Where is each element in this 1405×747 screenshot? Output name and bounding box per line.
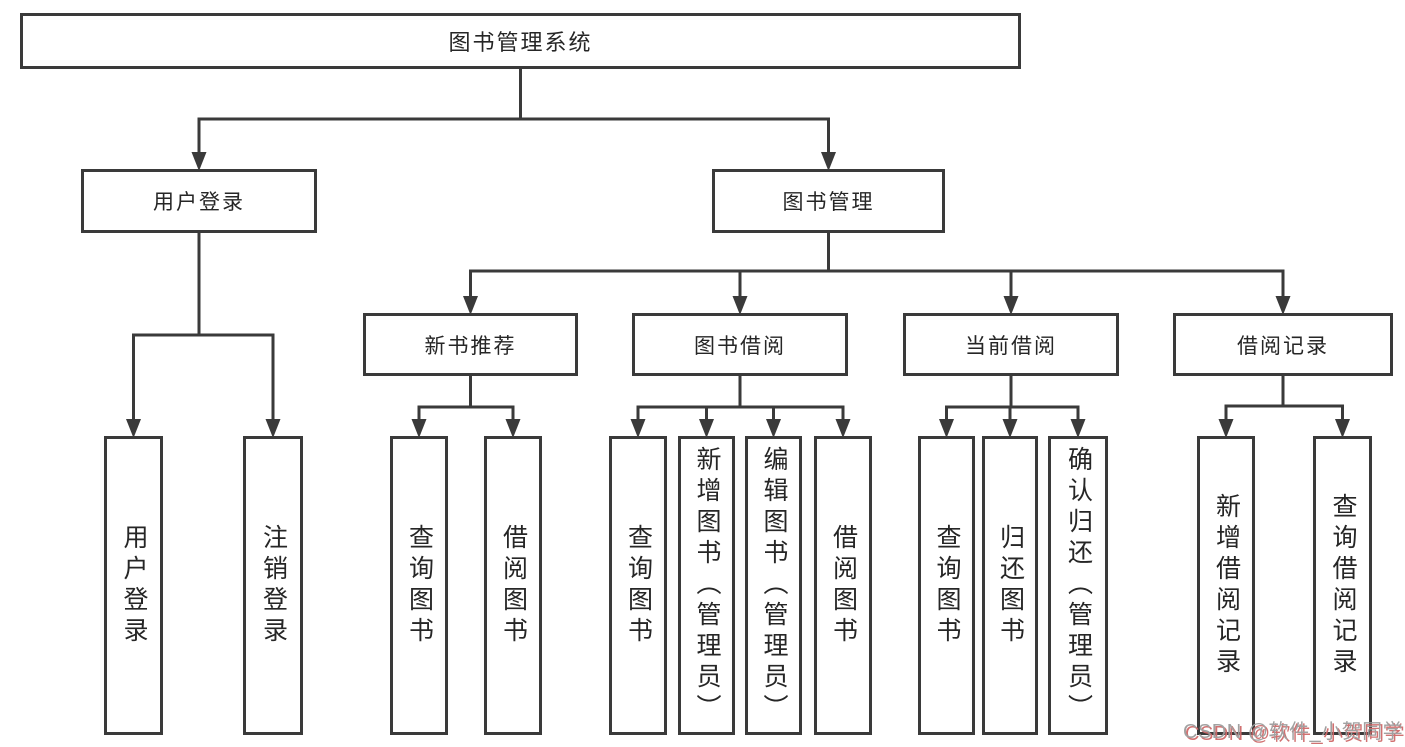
arrowhead-user-login	[191, 152, 207, 171]
csdn-watermark: CSDN @软件_小贺同学	[1183, 721, 1404, 743]
connector-current-borrowing	[939, 374, 1086, 438]
arrowhead-query-books-recommend	[411, 419, 427, 438]
node-label-query-borrow-record: 查询借阅记录	[1329, 492, 1357, 679]
arrowhead-book-management	[821, 152, 836, 171]
node-label-borrow-books-recommend: 借阅图书	[499, 523, 528, 648]
node-label-book-borrowing: 图书借阅	[694, 334, 786, 358]
arrowhead-confirm-return-admin	[1070, 419, 1086, 438]
node-new-book-recommend: 新书推荐	[363, 313, 578, 376]
node-label-current-borrowing: 当前借阅	[965, 334, 1057, 358]
connector-new-book-recommend	[411, 374, 521, 438]
node-label-user-login: 用户登录	[153, 191, 245, 214]
connector-book-borrowing	[630, 374, 851, 438]
node-query-books-borrow: 查询图书	[609, 436, 667, 735]
connector-user-login	[126, 231, 281, 438]
node-label-borrowing-records: 借阅记录	[1237, 334, 1329, 358]
connector-path-user-login	[132, 231, 275, 422]
node-current-borrowing: 当前借阅	[903, 313, 1119, 376]
node-edit-books-admin: 编辑图书（管理员）	[745, 436, 802, 735]
connector-path-system-root	[197, 67, 830, 155]
arrowhead-edit-books-admin	[766, 419, 781, 438]
node-add-books-admin: 新增图书（管理员）	[678, 436, 735, 735]
node-user-login-leaf: 用户登录	[104, 436, 163, 735]
arrowhead-borrow-books-recommend	[505, 419, 521, 438]
node-label-book-management: 图书管理	[782, 191, 875, 214]
arrowhead-query-books-borrow	[630, 419, 646, 438]
node-borrowing-records: 借阅记录	[1173, 313, 1393, 376]
node-query-books-recommend: 查询图书	[390, 436, 448, 735]
arrowhead-borrow-books-leaf	[835, 419, 851, 438]
node-query-borrow-record: 查询借阅记录	[1313, 436, 1372, 735]
node-label-confirm-return-admin: 确认归还（管理员）	[1064, 446, 1093, 725]
connector-borrowing-records	[1218, 374, 1350, 438]
node-label-query-books-borrow: 查询图书	[624, 523, 653, 648]
node-system-root: 图书管理系统	[20, 13, 1021, 69]
connector-path-book-management	[469, 231, 1285, 299]
node-label-return-books: 归还图书	[996, 523, 1025, 648]
connector-path-book-borrowing	[636, 374, 845, 422]
node-label-new-book-recommend: 新书推荐	[424, 334, 517, 358]
arrowhead-current-borrowing	[1003, 296, 1019, 315]
connector-book-management	[463, 231, 1291, 315]
node-borrow-books-recommend: 借阅图书	[484, 436, 542, 735]
node-book-borrowing: 图书借阅	[632, 313, 848, 376]
node-label-edit-books-admin: 编辑图书（管理员）	[760, 446, 788, 725]
arrowhead-query-borrow-record	[1335, 419, 1350, 438]
node-return-books: 归还图书	[982, 436, 1038, 735]
connector-path-current-borrowing	[945, 374, 1080, 422]
arrowhead-new-book-recommend	[463, 296, 478, 315]
node-add-borrow-record: 新增借阅记录	[1197, 436, 1255, 735]
node-query-books-current: 查询图书	[918, 436, 975, 735]
arrowhead-book-borrowing	[732, 296, 748, 315]
node-label-user-login-leaf: 用户登录	[120, 523, 148, 648]
arrowhead-add-books-admin	[699, 419, 714, 438]
node-logout-leaf: 注销登录	[243, 436, 303, 735]
node-label-system-root: 图书管理系统	[448, 30, 593, 55]
arrowhead-add-borrow-record	[1218, 419, 1234, 438]
connector-path-borrowing-records	[1224, 374, 1344, 422]
arrowhead-logout-leaf	[265, 419, 281, 438]
node-book-management: 图书管理	[712, 169, 945, 233]
connector-system-root	[191, 67, 836, 171]
node-confirm-return-admin: 确认归还（管理员）	[1048, 436, 1108, 735]
arrowhead-return-books	[1002, 419, 1018, 438]
arrowhead-user-login-leaf	[126, 419, 141, 438]
arrowhead-borrowing-records	[1275, 296, 1291, 315]
node-label-logout-leaf: 注销登录	[259, 523, 288, 648]
node-label-add-books-admin: 新增图书（管理员）	[693, 446, 721, 725]
arrowhead-query-books-current	[939, 419, 954, 438]
node-borrow-books-leaf: 借阅图书	[814, 436, 872, 735]
node-label-query-books-recommend: 查询图书	[405, 523, 434, 648]
connector-path-new-book-recommend	[417, 374, 515, 422]
node-label-borrow-books-leaf: 借阅图书	[829, 523, 858, 648]
node-label-query-books-current: 查询图书	[933, 523, 961, 648]
node-user-login: 用户登录	[81, 169, 317, 233]
node-label-add-borrow-record: 新增借阅记录	[1212, 492, 1241, 679]
